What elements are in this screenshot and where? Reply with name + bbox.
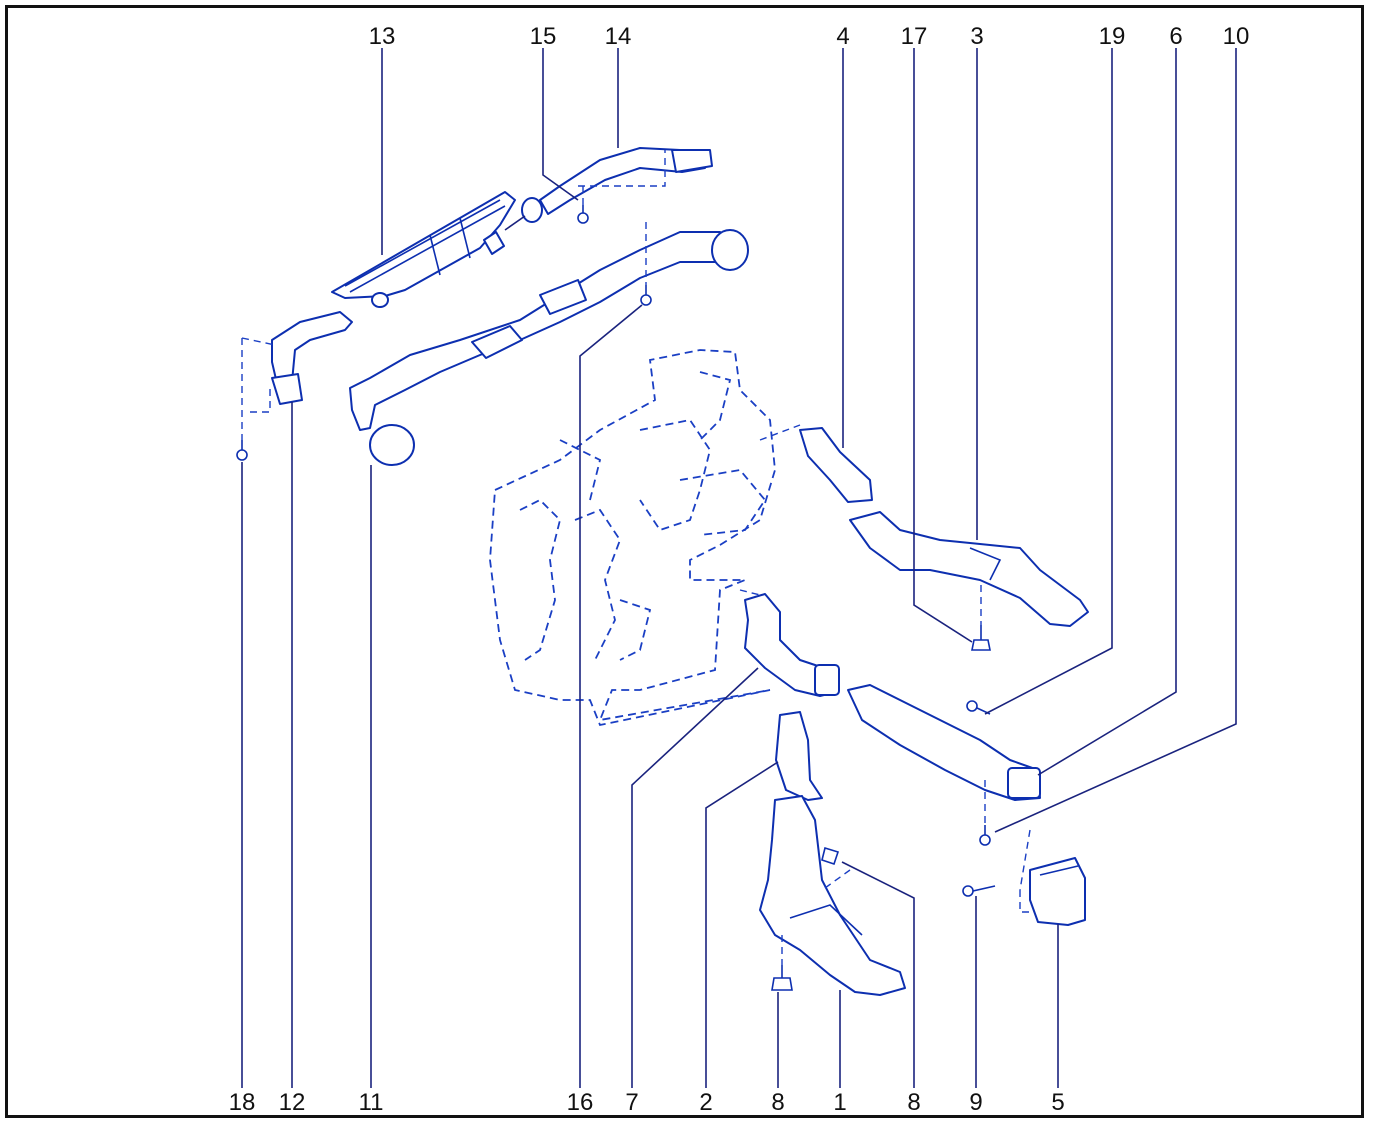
callout-7: 7 (625, 1089, 638, 1116)
callout-11: 11 (359, 1089, 384, 1116)
clip-8-lower (771, 965, 793, 991)
leader-lines (241, 48, 1237, 1088)
leader-15 (542, 48, 579, 201)
callout-15: 15 (530, 23, 557, 50)
leader-10 (994, 48, 1237, 833)
callout-1: 1 (833, 1089, 846, 1116)
callout-3: 3 (970, 23, 983, 50)
callout-6: 6 (1169, 23, 1182, 50)
leader-19 (984, 48, 1113, 715)
leader-2 (705, 761, 779, 1088)
screw-18 (236, 440, 248, 461)
callout-13: 13 (369, 23, 396, 50)
part-7-duct-elbow (744, 593, 840, 697)
leader-6 (1037, 48, 1177, 776)
callout-17: 17 (901, 23, 928, 50)
leader-8-upper (841, 861, 915, 1088)
callout-14: 14 (605, 23, 632, 50)
callout-9: 9 (969, 1089, 982, 1116)
heater-unit-outline (489, 349, 801, 727)
callout-12: 12 (279, 1089, 306, 1116)
callout-8-lower: 8 (771, 1089, 784, 1116)
assembly-lines (241, 150, 1031, 965)
callout-2: 2 (699, 1089, 712, 1116)
callout-16: 16 (567, 1089, 594, 1116)
part-11-long-duct (349, 229, 749, 466)
part-3-right-duct (849, 511, 1089, 627)
screw-19 (966, 700, 991, 715)
leader-17 (913, 48, 973, 643)
part-2-bracket-duct (775, 711, 823, 801)
callout-4: 4 (836, 23, 849, 50)
clip-17 (971, 625, 991, 651)
screw-15 (577, 205, 589, 224)
part-5-outlet (1029, 857, 1086, 926)
top-callouts: 13 15 14 4 17 3 19 6 10 (369, 23, 1250, 50)
leader-7 (631, 667, 759, 1088)
part-4-duct (799, 427, 873, 503)
part-6-rear-duct (847, 684, 1041, 801)
leader-16 (579, 304, 643, 1088)
part-14-upper-duct (504, 147, 713, 231)
screw-16 (640, 285, 652, 306)
callout-5: 5 (1051, 1089, 1064, 1116)
callout-10: 10 (1223, 23, 1250, 50)
part-13-center-vent-assembly (331, 191, 516, 308)
callout-19: 19 (1099, 23, 1126, 50)
callout-18: 18 (229, 1089, 256, 1116)
part-1-floor-duct (759, 795, 906, 996)
callout-8-upper: 8 (907, 1089, 920, 1116)
diagram-frame (5, 5, 1364, 1118)
screw-10 (979, 825, 991, 846)
part-12-left-duct (271, 311, 353, 405)
clip-8-upper (821, 846, 840, 866)
bottom-callouts: 18 12 11 16 7 2 8 1 8 9 5 (229, 1089, 1065, 1116)
screw-9 (962, 885, 996, 897)
